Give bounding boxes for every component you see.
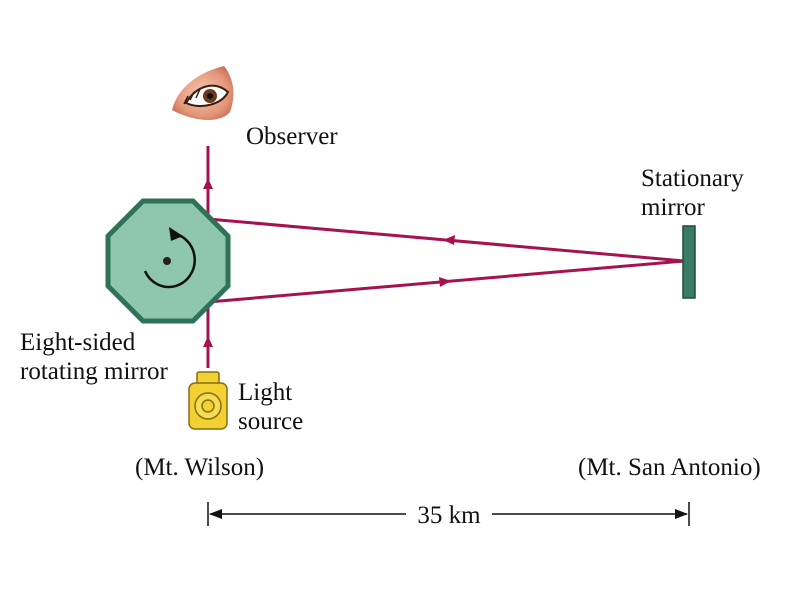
light-source-lamp-icon <box>188 371 228 430</box>
observer-eye-icon <box>172 66 234 120</box>
light-source-label-line1: Light <box>238 379 292 406</box>
observer-label: Observer <box>246 123 338 150</box>
stationary-mirror-label-line2: mirror <box>641 194 706 221</box>
rotating-mirror-label-line1: Eight-sided <box>20 329 136 356</box>
rotation-arrowhead-icon <box>169 227 183 241</box>
rotating-mirror-label-line2: rotating mirror <box>20 358 169 385</box>
light-source-label-line2: source <box>238 408 303 435</box>
beam-arrow-up-lower-icon <box>203 336 213 347</box>
beam-arrow-return-icon <box>443 235 455 245</box>
distance-dimension: 35 km <box>207 502 690 529</box>
rotation-arrow-icon <box>143 231 196 289</box>
rotating-mirror <box>105 198 231 324</box>
beam-arrow-outbound-icon <box>439 277 451 287</box>
stationary-mirror-label-line1: Stationary <box>641 165 744 192</box>
site-label-right: (Mt. San Antonio) <box>578 454 761 481</box>
dimension-arrow-left-icon <box>209 509 222 519</box>
stationary-mirror-icon <box>682 225 696 299</box>
distance-label: 35 km <box>417 502 481 529</box>
site-label-left: (Mt. Wilson) <box>135 454 264 481</box>
beam-arrow-up-upper-icon <box>203 178 213 189</box>
dimension-arrow-right-icon <box>675 509 688 519</box>
mirror-axis-icon <box>163 257 171 265</box>
light-beams <box>203 146 685 368</box>
